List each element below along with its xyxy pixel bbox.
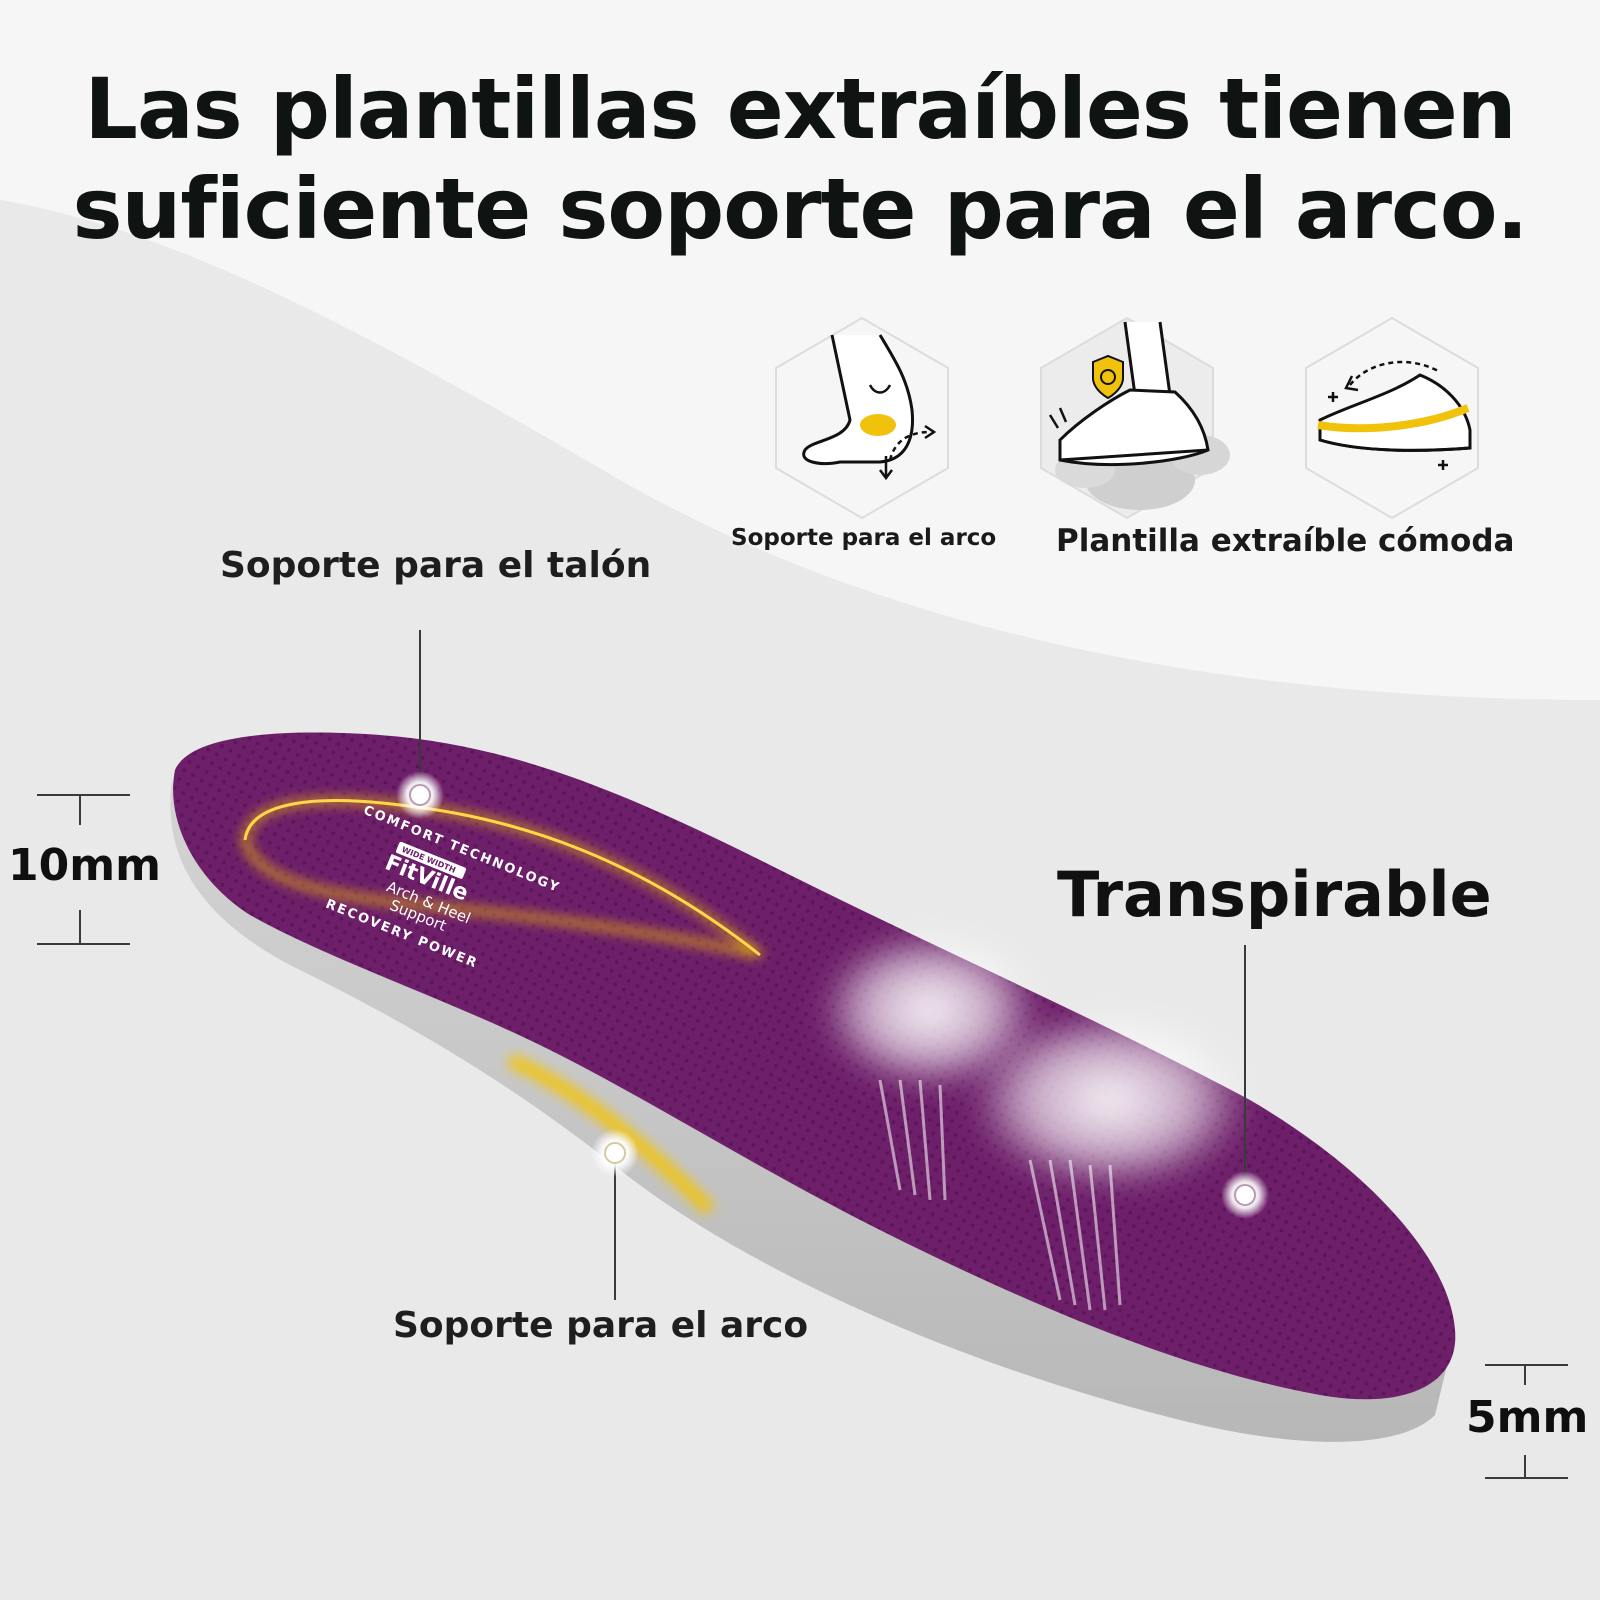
toe-thickness-label: 5mm	[1466, 1392, 1589, 1443]
feature-label-arch: Soporte para el arco	[731, 525, 997, 551]
shoe-cushion-icon	[1040, 316, 1230, 520]
background-sweep	[0, 0, 1600, 700]
callout-breathable: Transpirable	[1057, 858, 1492, 931]
breathable-vapor	[820, 930, 1250, 1311]
removable-insole-icon	[1305, 316, 1479, 520]
insole: COMFORT TECHNOLOGY WIDE WIDTH FitVille A…	[170, 732, 1456, 1442]
heel-thickness-label: 10mm	[8, 840, 161, 891]
headline-line-2: suficiente soporte para el arco.	[72, 160, 1529, 258]
headline-line-1: Las plantillas extraíbles tienen	[84, 60, 1516, 158]
foot-arch-icon	[775, 316, 949, 520]
callout-dots	[396, 771, 1269, 1219]
callout-arch-support: Soporte para el arco	[393, 1305, 809, 1346]
feature-label-comfort: Plantilla extraíble cómoda	[1056, 523, 1515, 559]
callout-heel-support: Soporte para el talón	[220, 545, 652, 586]
dimension-brackets	[37, 794, 1568, 1479]
